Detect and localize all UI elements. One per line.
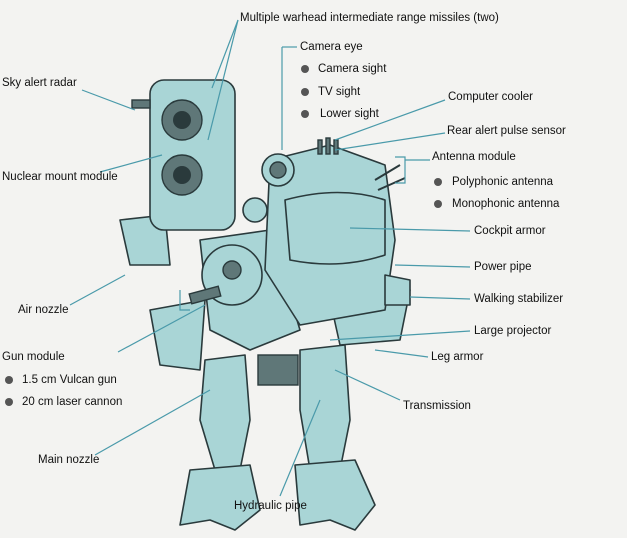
- label-polyphonic: Polyphonic antenna: [452, 176, 554, 188]
- label-gun-module: Gun module: [2, 351, 65, 363]
- label-vulcan: 1.5 cm Vulcan gun: [22, 374, 117, 386]
- bullet-icon: [301, 65, 309, 73]
- label-transmission: Transmission: [403, 400, 471, 412]
- left-leg: [179, 354, 261, 531]
- label-large-projector: Large projector: [474, 325, 552, 337]
- label-nuclear-mount: Nuclear mount module: [2, 171, 118, 183]
- label-sky-alert-radar: Sky alert radar: [2, 77, 77, 89]
- cockpit-armor-plate: [284, 191, 386, 265]
- label-walking-stabilizer: Walking stabilizer: [474, 293, 564, 305]
- label-computer-cooler: Computer cooler: [448, 91, 534, 103]
- label-tv-sight: TV sight: [318, 86, 361, 98]
- label-power-pipe: Power pipe: [474, 261, 532, 273]
- label-rear-alert: Rear alert pulse sensor: [447, 125, 566, 137]
- transmission-vent: [257, 354, 299, 386]
- label-main-nozzle: Main nozzle: [38, 454, 100, 466]
- bullet-icon: [434, 200, 442, 208]
- label-lower-sight: Lower sight: [320, 108, 379, 120]
- bullet-icon: [434, 178, 442, 186]
- label-camera-sight: Camera sight: [318, 63, 387, 75]
- right-leg: [294, 344, 376, 531]
- label-camera-eye: Camera eye: [300, 41, 363, 53]
- bullet-icon: [301, 110, 309, 118]
- bullet-icon: [301, 88, 309, 96]
- bullet-icon: [5, 398, 13, 406]
- walking-stabilizer-part: [384, 274, 411, 306]
- label-leg-armor: Leg armor: [431, 351, 484, 363]
- label-cockpit-armor: Cockpit armor: [474, 225, 546, 237]
- label-missiles: Multiple warhead intermediate range miss…: [240, 12, 499, 24]
- left-leg-armor: [149, 299, 206, 371]
- bullet-icon: [5, 376, 13, 384]
- label-antenna-module: Antenna module: [432, 151, 516, 163]
- label-hydraulic-pipe: Hydraulic pipe: [234, 500, 307, 512]
- label-air-nozzle: Air nozzle: [18, 304, 69, 316]
- label-laser: 20 cm laser cannon: [22, 396, 123, 408]
- label-monophonic: Monophonic antenna: [452, 198, 560, 210]
